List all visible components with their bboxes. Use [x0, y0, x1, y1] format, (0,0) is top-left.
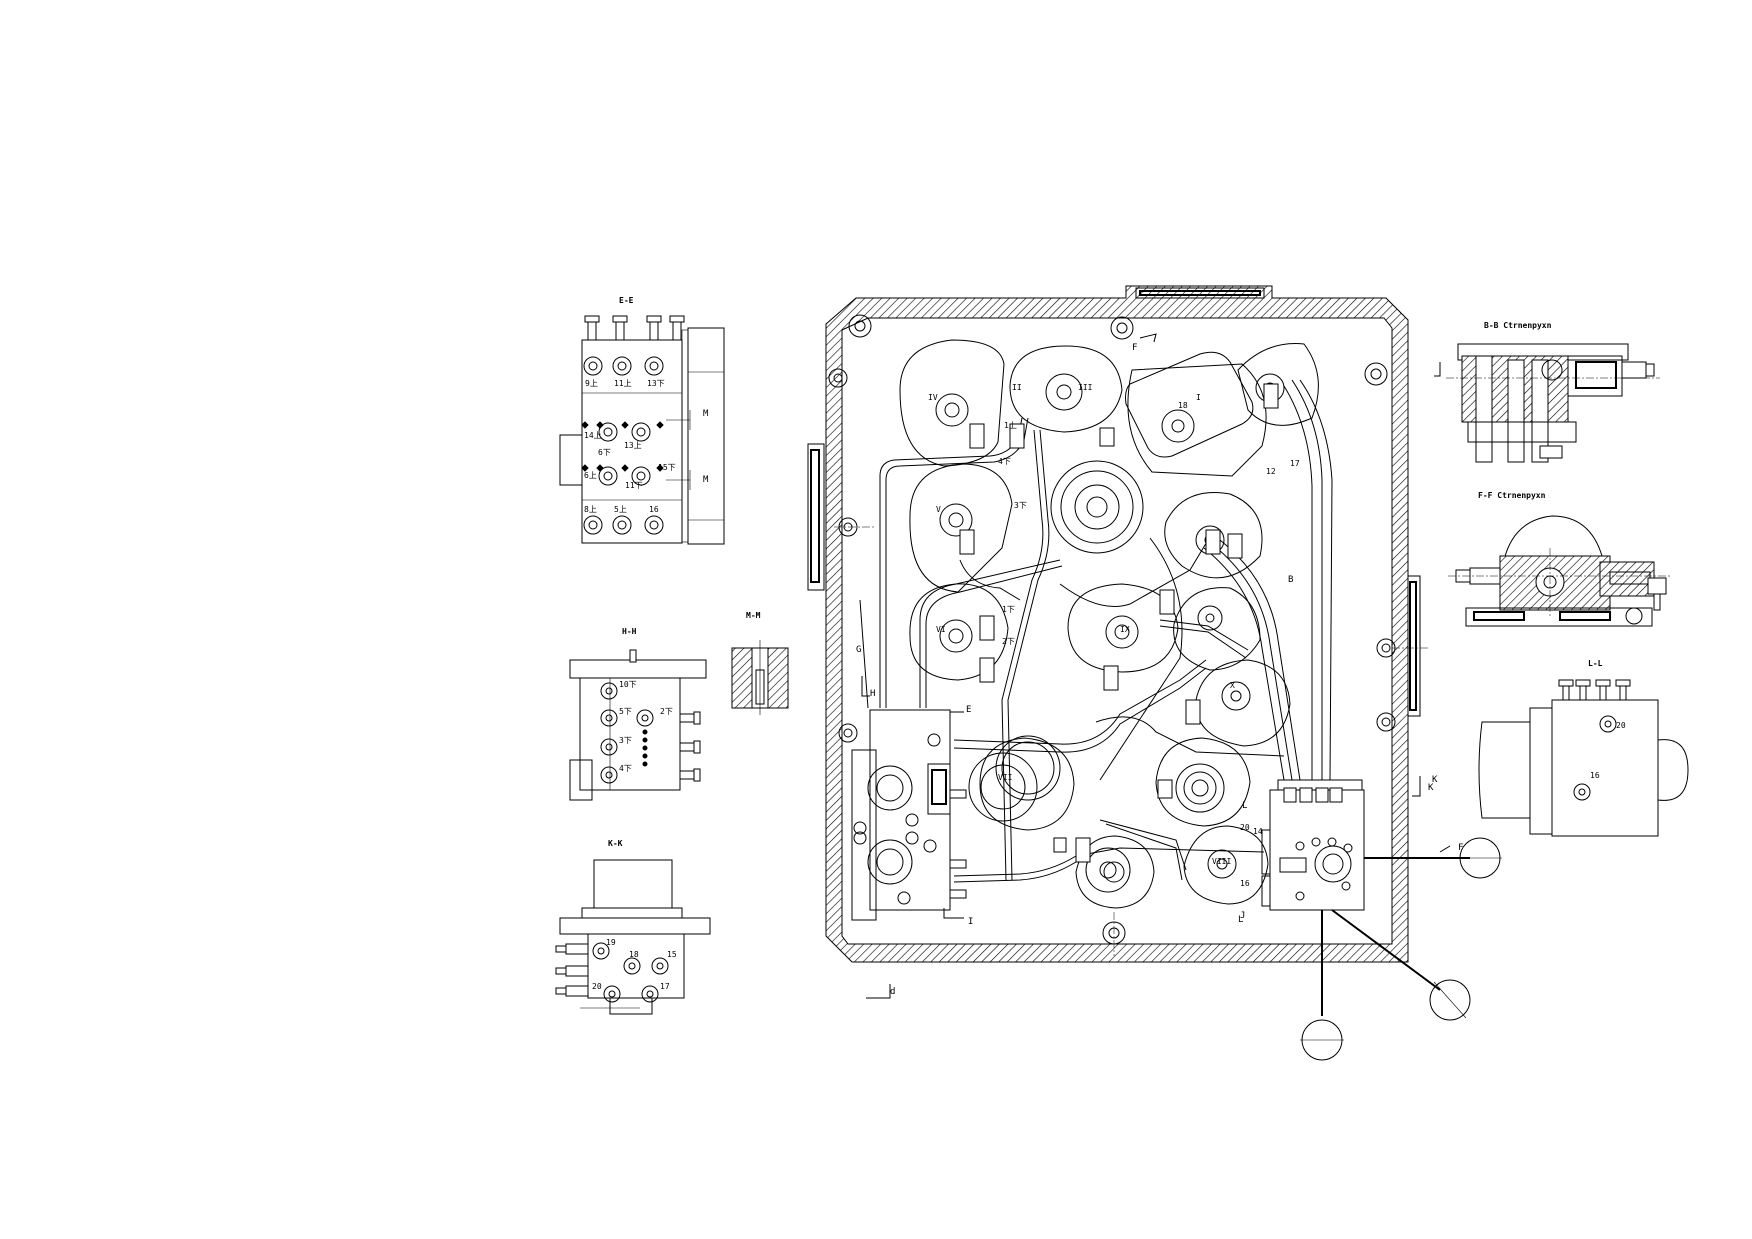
main-gearbox-housing [807, 285, 1502, 1061]
callout-k-19: 19 [606, 938, 616, 947]
callout-e-6up: 6上 [584, 471, 597, 480]
shaft-label-iv: IV [928, 393, 938, 402]
callout-k-17: 17 [660, 982, 670, 991]
fitting-label-12: 12 [1266, 467, 1276, 476]
view-m-m-title: M-M [746, 611, 761, 620]
callout-e-13up: 13上 [624, 441, 642, 450]
shaft-label-viii: VIII [1212, 857, 1231, 866]
section-mark-f-top: F [1132, 343, 1137, 353]
section-mark-g: G [856, 645, 861, 655]
view-h-h-title: H-H [622, 627, 637, 636]
callout-h-10down: 10下 [619, 680, 637, 689]
fitting-label-20: 20 [1240, 823, 1250, 832]
view-k-k-title: K-K [608, 839, 623, 848]
callout-h-2down: 2下 [660, 707, 673, 716]
view-k-k: K-K 19 18 15 20 17 [555, 839, 711, 1015]
view-f-f: F-F Сtrnenpyxn [1448, 491, 1670, 627]
shaft-label-i: I [1196, 393, 1201, 402]
fitting-label-1up: 1上 [1004, 421, 1017, 430]
view-b-b-title: B-B Сtrnenpyxn [1484, 321, 1552, 330]
section-mark-f-right: F [1458, 843, 1463, 853]
section-mark-k2: K [1428, 783, 1434, 793]
section-mark-d: d [890, 987, 895, 997]
callout-e-13down: 13下 [647, 379, 665, 388]
section-mark-k: K [1432, 775, 1438, 785]
section-mark-i: I [968, 917, 973, 927]
section-mark-e: E [966, 705, 971, 715]
view-f-f-title: F-F Сtrnenpyxn [1478, 491, 1546, 500]
section-mark-b: B [1288, 575, 1293, 585]
callout-e-11up: 11上 [614, 379, 632, 388]
fitting-label-2down: 2下 [1002, 637, 1015, 646]
fitting-label-16: 16 [1240, 879, 1250, 888]
piping-network [859, 379, 1333, 883]
fitting-label-1down: 1下 [1002, 605, 1015, 614]
right-valve-block [1261, 779, 1365, 911]
callout-e-8up: 8上 [584, 505, 597, 514]
callout-h-4down: 4下 [619, 764, 632, 773]
callout-e-5up: 5上 [614, 505, 627, 514]
view-m-m: M-M [731, 611, 789, 715]
view-l-l: L-L 20 16 [1478, 659, 1689, 837]
fitting-label-3down: 3下 [1014, 501, 1027, 510]
shaft-label-ix: IX [1120, 625, 1130, 634]
callout-k-18: 18 [629, 950, 639, 959]
callout-h-5down: 5下 [619, 707, 632, 716]
callout-e-16: 16 [649, 505, 659, 514]
view-l-l-title: L-L [1588, 659, 1603, 668]
section-mark-l2: L [1238, 915, 1243, 925]
callout-l-16: 16 [1590, 771, 1600, 780]
fitting-label-17: 17 [1290, 459, 1300, 468]
fitting-label-14: 14 [1253, 827, 1263, 836]
view-b-b: B-B Сtrnenpyxn [1434, 321, 1660, 463]
callout-k-15: 15 [667, 950, 677, 959]
view-h-h: H-H 10下 5下 3下 2下 4下 [569, 627, 707, 801]
section-mark-h: H [870, 689, 875, 699]
fitting-label-4down: 4下 [998, 457, 1011, 466]
callout-k-20: 20 [592, 982, 602, 991]
main-view-labels: IV II III I V VI IX VII VIII X 1上 4下 3下 … [856, 333, 1463, 999]
callout-e-6down: 6下 [598, 448, 611, 457]
callout-e-11down: 11下 [625, 481, 643, 490]
shaft-label-v: V [936, 505, 941, 514]
callout-l-20: 20 [1616, 721, 1626, 730]
section-mark-e-m1: M [703, 409, 709, 419]
shaft-label-ii: II [1012, 383, 1022, 392]
left-valve-block [851, 709, 967, 921]
shaft-label-iii: III [1078, 383, 1093, 392]
section-mark-e-m2: M [703, 475, 709, 485]
callout-e-14up: 14上 [584, 431, 602, 440]
callout-h-3down: 3下 [619, 736, 632, 745]
fitting-label-18: 18 [1178, 401, 1188, 410]
section-mark-j: J [1240, 911, 1245, 921]
shaft-label-x: X [1230, 681, 1235, 690]
pipe-fittings [959, 383, 1343, 863]
view-e-e-title: E-E [619, 296, 634, 305]
view-e-e: E-E [559, 296, 725, 545]
section-mark-l: L [1242, 801, 1247, 811]
shaft-label-vii: VII [998, 773, 1013, 782]
shaft-label-vi: VI [936, 625, 946, 634]
callout-e-15down: 15下 [658, 463, 676, 472]
callout-e-9up: 9上 [585, 379, 598, 388]
